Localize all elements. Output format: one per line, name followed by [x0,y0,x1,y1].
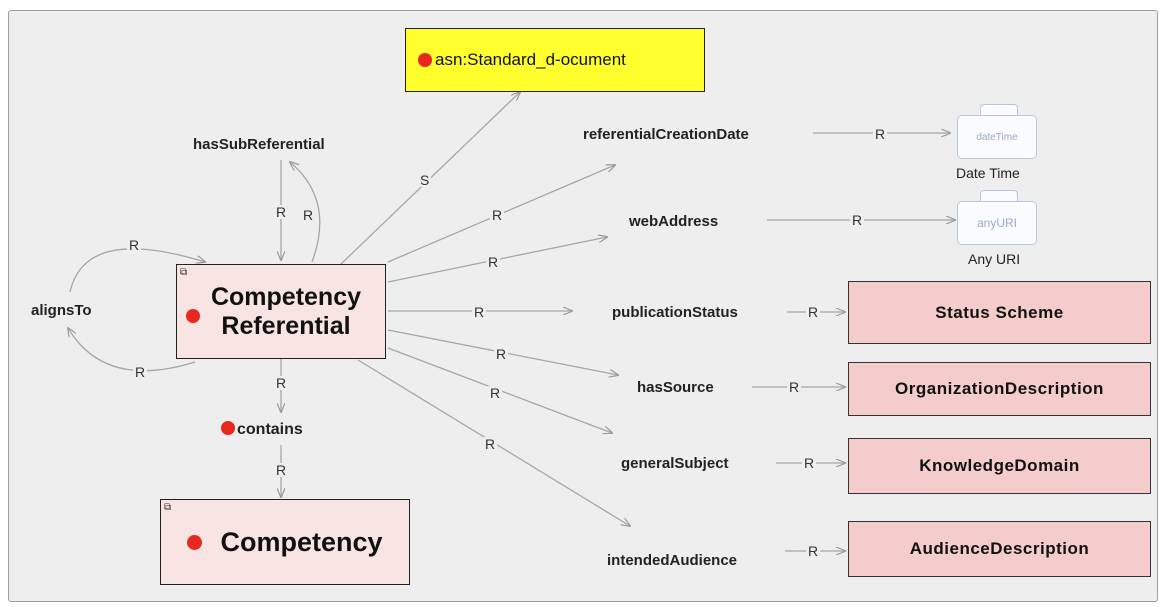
date-time-icon-text: dateTime [976,131,1018,143]
knowledge-domain-label: KnowledgeDomain [919,456,1080,475]
edge-label-r: R [850,212,865,228]
edge-label-r: R [483,436,498,452]
prop-has-source: hasSource [637,379,714,396]
edge-label-r: R [806,304,821,320]
edge-label-r: R [806,543,821,559]
edge-label-r: R [301,207,316,223]
edge-subref-loop [290,162,321,263]
edge-label-r: R [274,204,289,220]
prop-referential-creation-date: referentialCreationDate [583,126,749,143]
competency-referential-title-line1: Competency [210,282,362,311]
any-uri-icon-tab [980,190,1018,204]
edge-label-s: S [418,172,432,188]
audience-description-node[interactable]: AudienceDescription [848,521,1151,577]
prop-publication-status: publicationStatus [612,304,738,321]
edge-label-r: R [486,254,501,270]
competency-referential-title-line2: Referential [221,311,351,340]
prop-intended-audience: intendedAudience [607,552,738,569]
edge-label-r: R [494,346,509,362]
edge-label-r: R [873,126,888,142]
organization-description-node[interactable]: OrganizationDescription [848,362,1151,416]
organization-description-label: OrganizationDescription [895,379,1104,398]
edge-alignsto-in [69,248,205,293]
status-scheme-label: Status Scheme [935,302,1064,322]
asn-standard-document-node[interactable]: asn:Standard_d-ocument [405,28,705,92]
marker-dot [187,534,203,550]
edge-label-r: R [488,385,503,401]
edge-label-r: R [802,455,817,471]
prop-aligns-to: alignsTo [31,302,92,319]
edge-alignsto-out [68,328,196,372]
edge-label-r: R [274,462,289,478]
prop-has-sub-referential: hasSubReferential [193,136,325,153]
edge-label-r: R [127,237,142,253]
competency-title: Competency [220,526,383,557]
any-uri-icon-text: anyURI [976,216,1017,230]
prop-general-subject: generalSubject [621,455,729,472]
marker-dot [418,53,432,67]
prop-web-address: webAddress [629,213,719,230]
class-icon: ⧉ [180,267,188,278]
knowledge-domain-node[interactable]: KnowledgeDomain [848,438,1151,494]
edge-label-r: R [472,304,487,320]
edge-label-r: R [787,379,802,395]
any-uri-icon[interactable]: anyURI [957,201,1037,245]
date-time-icon[interactable]: dateTime [957,115,1037,159]
audience-description-label: AudienceDescription [909,539,1090,558]
asn-standard-document-label: asn:Standard_d-ocument [435,50,626,69]
edge-label-r: R [490,207,505,223]
date-time-icon-tab [980,104,1018,118]
marker-dot [221,421,235,435]
any-uri-label: Any URI [968,251,1021,267]
status-scheme-node[interactable]: Status Scheme [848,281,1151,344]
competency-node[interactable]: ⧉ Competency [160,499,410,585]
competency-referential-node[interactable]: ⧉ Competency Referential [176,264,386,359]
edge-label-r: R [133,364,148,380]
class-icon: ⧉ [164,502,172,513]
prop-contains-label: contains [237,421,303,438]
edge-label-r: R [274,375,289,391]
date-time-label: Date Time [956,165,1020,181]
marker-dot [186,309,200,323]
prop-contains: contains [221,421,303,438]
